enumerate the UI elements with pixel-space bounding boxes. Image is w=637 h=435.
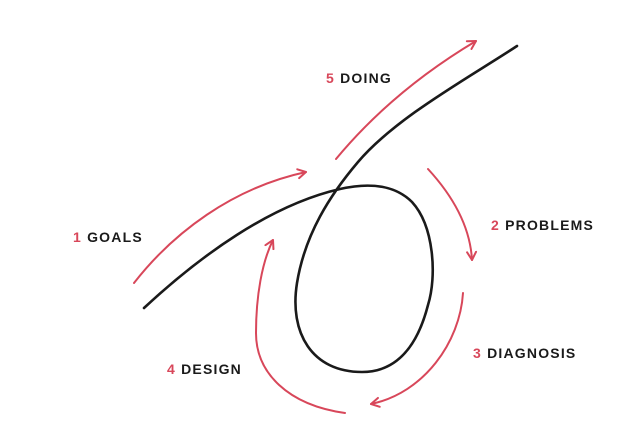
- step-text-doing: DOING: [340, 70, 392, 86]
- step-label-diagnosis: 3 DIAGNOSIS: [473, 346, 576, 360]
- process-loop-curve: [142, 44, 519, 374]
- diagnosis-arrow: [370, 292, 464, 408]
- step-label-goals: 1 GOALS: [73, 230, 143, 244]
- step-number-design: 4: [167, 361, 176, 377]
- step-text-goals: GOALS: [87, 229, 143, 245]
- doing-arrow: [335, 40, 477, 160]
- goals-arrow: [133, 168, 307, 284]
- step-number-goals: 1: [73, 229, 82, 245]
- step-text-problems: PROBLEMS: [505, 217, 595, 233]
- step-label-doing: 5 DOING: [326, 71, 392, 85]
- step-text-diagnosis: DIAGNOSIS: [487, 345, 577, 361]
- step-number-problems: 2: [491, 217, 500, 233]
- design-arrow: [254, 239, 346, 414]
- problems-arrow: [427, 168, 478, 261]
- step-text-design: DESIGN: [181, 361, 242, 377]
- step-label-design: 4 DESIGN: [167, 362, 242, 376]
- step-number-doing: 5: [326, 70, 335, 86]
- step-number-diagnosis: 3: [473, 345, 482, 361]
- step-label-problems: 2 PROBLEMS: [491, 218, 594, 232]
